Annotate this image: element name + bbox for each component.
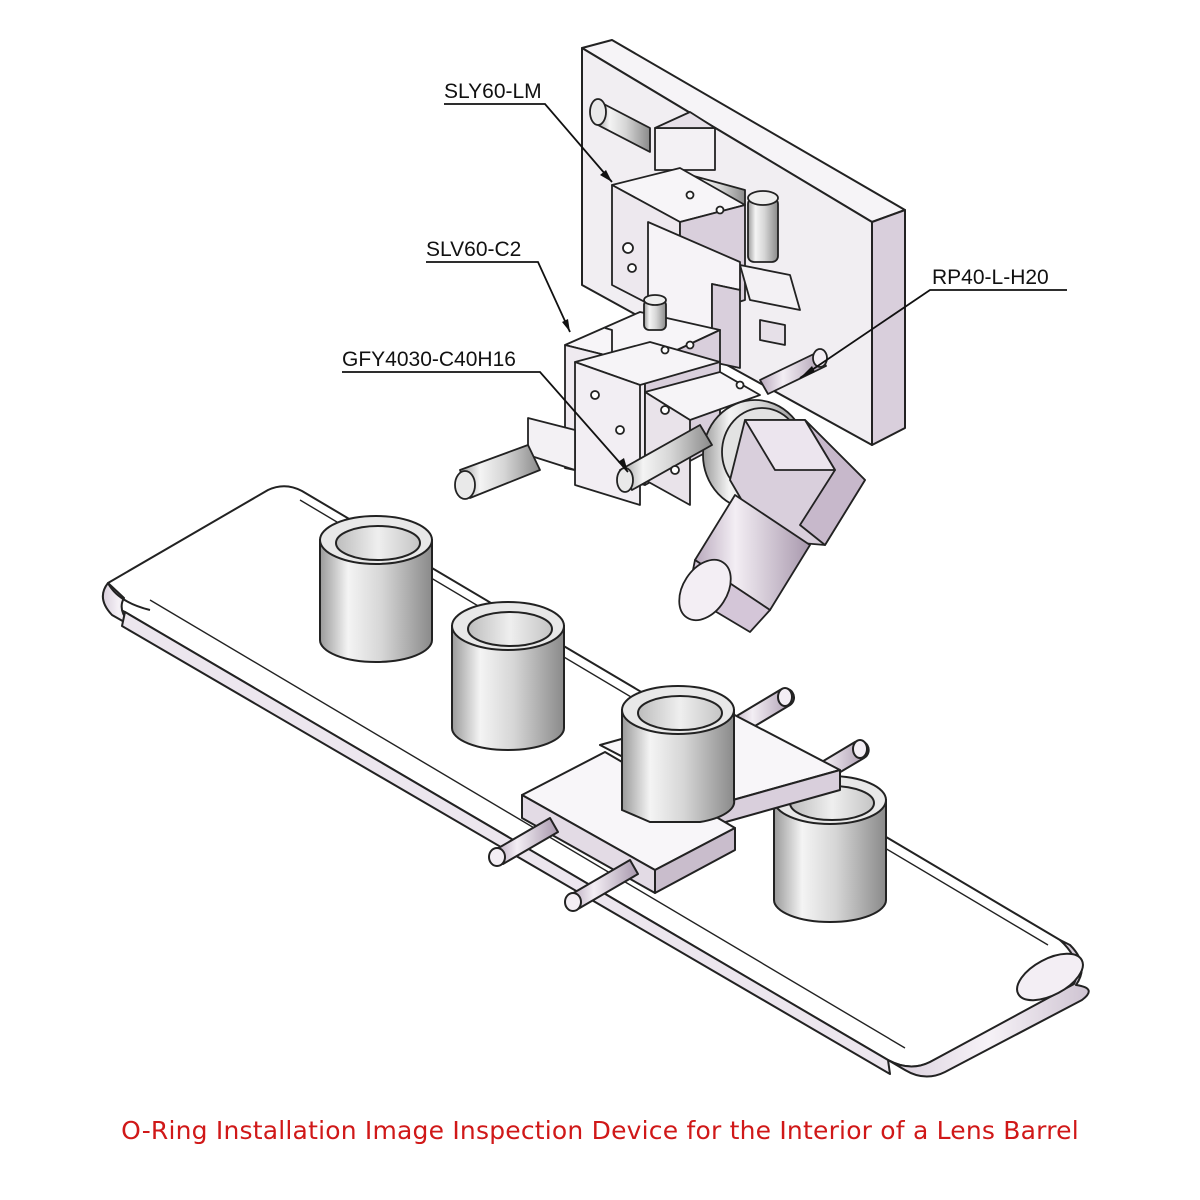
xyz-stage-assembly bbox=[454, 98, 801, 506]
figure-caption: O-Ring Installation Image Inspection Dev… bbox=[121, 1116, 1079, 1145]
label-slv60-c2: SLV60-C2 bbox=[426, 238, 521, 261]
callout-leaders bbox=[342, 103, 1067, 473]
label-sly60-lm: SLY60-LM bbox=[444, 80, 542, 103]
lens-barrel-3 bbox=[621, 685, 736, 823]
lens-barrel-1 bbox=[319, 515, 433, 663]
label-rp40-l-h20: RP40-L-H20 bbox=[932, 266, 1049, 289]
label-gfy4030-c40h16: GFY4030-C40H16 bbox=[342, 348, 516, 371]
lens-barrel-2 bbox=[451, 601, 565, 751]
camera-and-lens bbox=[616, 348, 866, 633]
callout-arrowheads bbox=[562, 170, 815, 472]
